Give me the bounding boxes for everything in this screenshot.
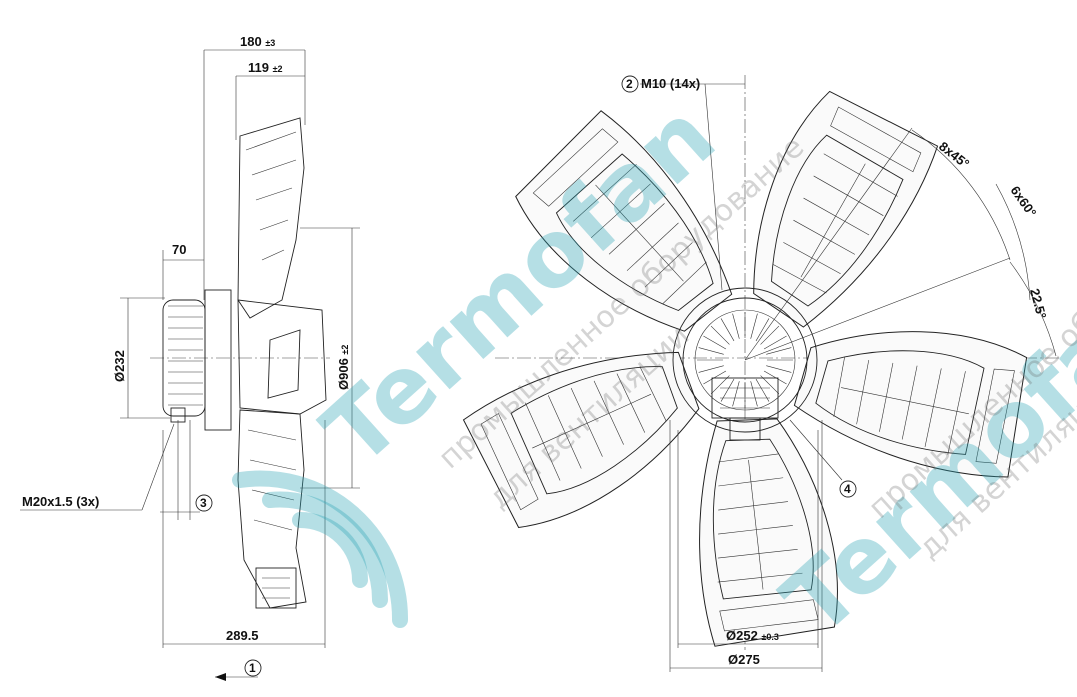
callout-2: 2	[626, 77, 633, 91]
callout-4: 4	[844, 482, 851, 496]
motor-body	[162, 289, 232, 431]
callout-2-circle	[621, 75, 639, 93]
dim-289-5: 289.5	[226, 628, 259, 643]
fan-blade	[753, 90, 939, 328]
dim-232: Ø232	[112, 350, 127, 382]
hub	[672, 287, 818, 441]
angle-22-5: 22.5°	[1027, 287, 1049, 320]
dim-906: Ø906 ±2	[336, 345, 351, 390]
fan-blade	[515, 110, 733, 332]
callout-3: 3	[200, 496, 207, 510]
dim-180: 180 ±3	[240, 34, 275, 49]
fan-blade	[793, 331, 1028, 478]
fan-blade	[462, 351, 700, 529]
dim-119: 119 ±2	[248, 60, 283, 75]
dim-275: Ø275	[728, 652, 760, 667]
blade-profile	[237, 117, 327, 609]
callout-1-circle	[244, 659, 262, 677]
watermark-logo-icon	[232, 470, 409, 628]
callout-4-circle	[839, 480, 857, 498]
side-view: 180 ±3 119 ±2 70 Ø232 Ø906 ±2 289.5 M20x…	[20, 34, 360, 681]
dim-252: Ø252 ±0.3	[726, 628, 779, 643]
fan-blade	[699, 418, 838, 647]
arrow-icon	[215, 673, 226, 681]
callout-m10: M10 (14x)	[641, 76, 700, 91]
angle-8x45: 8x45°	[936, 139, 972, 172]
callout-1: 1	[249, 661, 256, 675]
callout-3-circle	[195, 494, 213, 512]
callout-m20: M20x1.5 (3x)	[22, 494, 99, 509]
fan-blades	[462, 90, 1028, 647]
angle-6x60: 6x60°	[1008, 183, 1040, 220]
side-dimension-lines	[20, 49, 360, 678]
front-dimension-lines	[640, 83, 1057, 672]
front-view: 8x45° 6x60° 22.5° Ø252 ±0.3 Ø275 2 M10 (…	[462, 75, 1060, 672]
dim-70: 70	[172, 242, 186, 257]
